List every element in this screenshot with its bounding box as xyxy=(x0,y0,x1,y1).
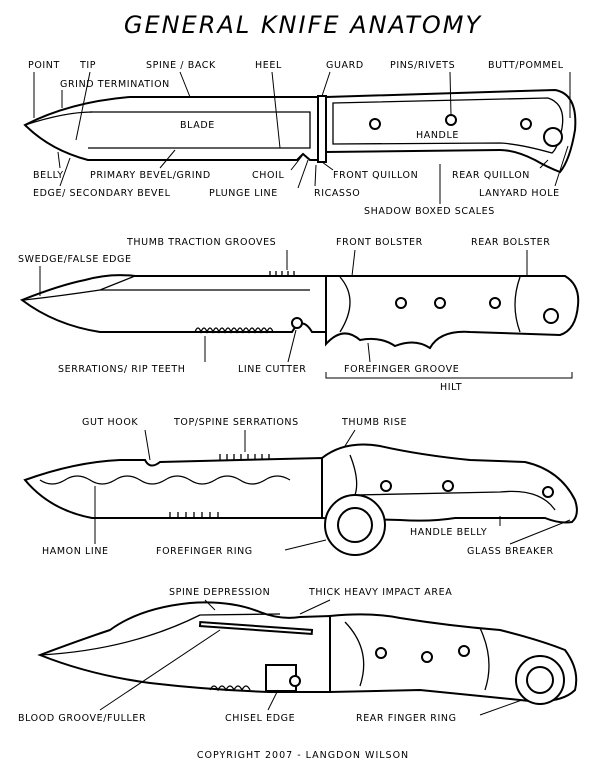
label-hilt: HILT xyxy=(440,382,462,393)
knife-2-pin-1 xyxy=(395,297,407,309)
knife-2-pin-2 xyxy=(434,297,446,309)
label-forefinger-ring: FOREFINGER RING xyxy=(156,546,253,557)
knife-3-pin-3 xyxy=(542,486,554,498)
knife-3-leader-lines xyxy=(94,429,571,551)
knife-4-rear-finger-ring-hole xyxy=(526,666,554,694)
knife-2-swedge xyxy=(23,275,136,301)
knife-3-hamon-line xyxy=(39,475,291,485)
label-pins-rivets: PINS/RIVETS xyxy=(390,60,455,71)
knife-4-blood-groove xyxy=(198,621,314,635)
label-chisel-edge: CHISEL EDGE xyxy=(225,713,295,724)
knife-3-blade xyxy=(23,456,323,519)
knife-1-secondary-bevel xyxy=(24,111,93,126)
knife-4-recurve xyxy=(37,601,578,705)
knife-4-handle-scale xyxy=(344,621,490,691)
knife-1-primary-bevel xyxy=(88,111,311,149)
knife-2-line-cutter xyxy=(291,317,303,329)
label-lanyard-hole: LANYARD HOLE xyxy=(479,188,560,199)
knife-2-rear-bolster xyxy=(514,276,521,333)
label-thick-heavy-impact-area: THICK HEAVY IMPACT AREA xyxy=(308,587,452,598)
label-heel: HEEL xyxy=(255,60,282,71)
knife-2-pin-3 xyxy=(489,297,501,309)
diagram-title: GENERAL KNIFE ANATOMY xyxy=(124,11,483,39)
label-blood-groove-fuller: BLOOD GROOVE/FULLER xyxy=(18,713,146,724)
knife-4-leader-lines xyxy=(99,599,523,716)
label-grind-termination: GRIND TERMINATION xyxy=(60,79,170,90)
label-glass-breaker: GLASS BREAKER xyxy=(467,546,554,557)
label-serrations-rip-teeth: SERRATIONS/ RIP TEETH xyxy=(58,364,186,375)
knife-2-thumb-grooves xyxy=(269,271,295,276)
knife-1-leader-lines xyxy=(33,71,571,204)
knife-3-gut-hook xyxy=(23,443,578,556)
label-top-spine-serrations: TOP/SPINE SERRATIONS xyxy=(173,417,299,428)
knife-4-pin-3 xyxy=(458,645,470,657)
knife-1-pin-3 xyxy=(520,118,532,130)
label-handle-belly: HANDLE BELLY xyxy=(410,527,487,538)
label-rear-quillon: REAR QUILLON xyxy=(452,170,530,181)
copyright-notice: COPYRIGHT 2007 - LANGDON WILSON xyxy=(197,750,409,761)
knife-4-bevel xyxy=(39,613,281,656)
label-thumb-rise: THUMB RISE xyxy=(341,417,407,428)
knife-1-general xyxy=(23,88,577,174)
knife-2-front-bolster xyxy=(339,276,351,333)
label-rear-finger-ring: REAR FINGER RING xyxy=(356,713,457,724)
knife-2-blade xyxy=(19,274,331,333)
knife-4-handle xyxy=(329,613,578,703)
knife-2-leader-lines xyxy=(39,249,573,379)
label-guard: GUARD xyxy=(326,60,364,71)
label-thumb-traction-grooves: THUMB TRACTION GROOVES xyxy=(126,237,276,248)
knife-4-pin-1 xyxy=(375,647,387,659)
label-front-quillon: FRONT QUILLON xyxy=(333,170,418,181)
knife-1-pin-2 xyxy=(445,114,457,126)
label-primary-bevel: PRIMARY BEVEL/GRIND xyxy=(90,170,211,181)
label-point: POINT xyxy=(28,60,60,71)
label-spine-depression: SPINE DEPRESSION xyxy=(169,587,270,598)
label-rear-bolster: REAR BOLSTER xyxy=(471,237,550,248)
label-shadow-boxed-scales: SHADOW BOXED SCALES xyxy=(364,206,495,217)
knife-4-serrations xyxy=(209,685,251,692)
label-hamon-line: HAMON LINE xyxy=(42,546,109,557)
knife-2-handle xyxy=(325,275,580,350)
knife-4-chisel-notch xyxy=(289,675,301,687)
knife-3-spine-serrations xyxy=(219,454,270,460)
knife-3-forefinger-ring-hole xyxy=(337,507,373,543)
knife-1-pin-1 xyxy=(369,118,381,130)
label-belly: BELLY xyxy=(33,170,64,181)
label-swedge-false-edge: SWEDGE/FALSE EDGE xyxy=(18,254,132,265)
label-line-cutter: LINE CUTTER xyxy=(238,364,306,375)
label-forefinger-groove: FOREFINGER GROOVE xyxy=(344,364,459,375)
label-edge-secondary-bevel: EDGE/ SECONDARY BEVEL xyxy=(33,188,171,199)
label-front-bolster: FRONT BOLSTER xyxy=(336,237,423,248)
label-butt-pommel: BUTT/POMMEL xyxy=(488,60,564,71)
knife-4-pin-2 xyxy=(421,651,433,663)
label-plunge-line: PLUNGE LINE xyxy=(209,188,278,199)
knife-3-handle-scale xyxy=(349,454,556,511)
label-handle: HANDLE xyxy=(416,130,459,141)
knife-3-edge-teeth xyxy=(169,512,219,518)
label-choil: CHOIL xyxy=(252,170,284,181)
label-ricasso: RICASSO xyxy=(314,188,360,199)
knife-3-pin-1 xyxy=(380,480,392,492)
label-gut-hook: GUT HOOK xyxy=(82,417,138,428)
label-spine-back: SPINE / BACK xyxy=(146,60,216,71)
knife-3-pin-2 xyxy=(442,480,454,492)
label-blade: BLADE xyxy=(180,120,215,131)
knife-2-bolstered xyxy=(19,271,580,350)
knife-1-guard xyxy=(317,95,327,163)
label-tip: TIP xyxy=(79,60,96,71)
knife-1-lanyard-hole xyxy=(543,127,563,147)
knife-2-lanyard-hole xyxy=(543,308,559,324)
knife-2-serrations xyxy=(194,327,274,334)
